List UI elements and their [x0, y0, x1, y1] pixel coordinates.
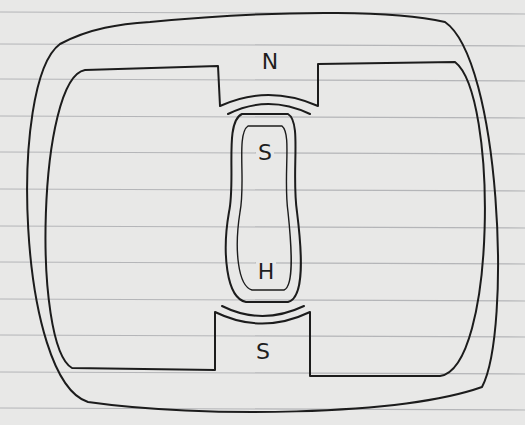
outer-yoke-outline: [27, 13, 498, 412]
south-pole-face: [222, 306, 304, 316]
north-pole-face: [228, 104, 310, 114]
armature-inner-outline: [237, 126, 291, 290]
pole-label: S: [256, 141, 274, 165]
armature-outline: [226, 114, 301, 302]
pole-label: S: [254, 340, 272, 364]
pole-label: N: [260, 50, 280, 74]
ruled-lines: [0, 12, 525, 410]
pole-label: H: [256, 260, 277, 284]
inner-yoke-outline: [45, 62, 484, 376]
